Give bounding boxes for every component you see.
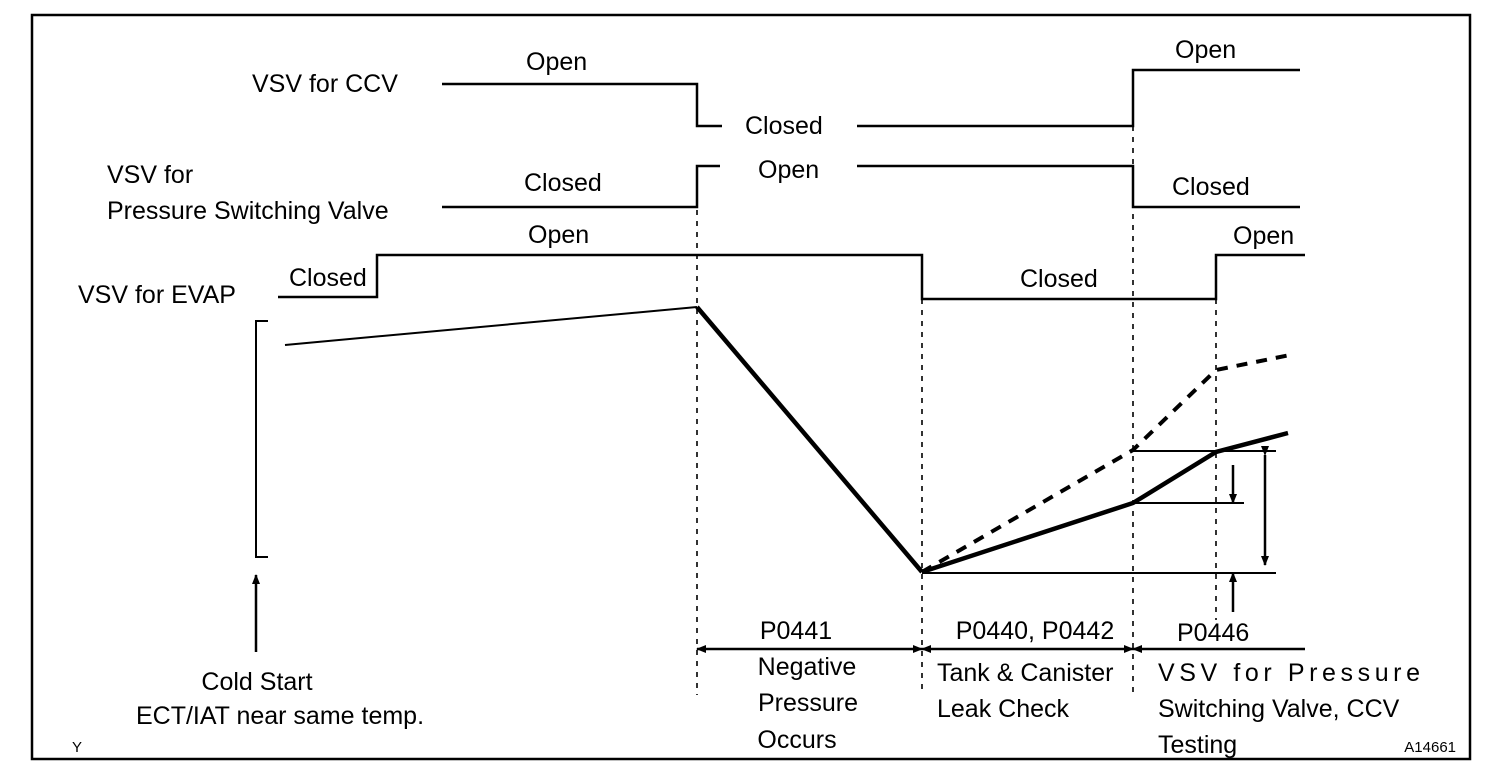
- evap-waveform: [278, 253, 1305, 301]
- evap-state-open-2: Open: [1233, 222, 1294, 250]
- pressure-axis-bracket: [255, 320, 268, 558]
- p0441-line2: Pressure: [758, 689, 858, 717]
- ccv-state-open-2: Open: [1175, 36, 1236, 64]
- figure-id: A14661: [1404, 739, 1456, 756]
- cold-start-line1: Cold Start: [201, 668, 312, 696]
- evap-state-closed-1: Closed: [289, 264, 367, 292]
- evap-state-open-1: Open: [528, 221, 589, 249]
- psv-waveform-1: [442, 164, 720, 209]
- evap-state-closed-2: Closed: [1020, 265, 1098, 293]
- p0446-line1: VSV for Pressure: [1158, 659, 1420, 687]
- p0441-code: P0441: [760, 617, 832, 645]
- psv-state-closed-2: Closed: [1172, 173, 1250, 201]
- psv-waveform-2: [857, 164, 1300, 209]
- ccv-label: VSV for CCV: [252, 70, 398, 98]
- p0440-line2: Leak Check: [937, 695, 1070, 723]
- p0440-line1: Tank & Canister: [937, 659, 1113, 687]
- evap-label: VSV for EVAP: [78, 281, 236, 309]
- pressure-initial-line: [284, 306, 698, 346]
- p0441-line3: Occurs: [757, 726, 836, 754]
- p0446-code: P0446: [1177, 619, 1249, 647]
- pressure-drop-line: [695, 305, 924, 574]
- psv-state-open: Open: [758, 156, 819, 184]
- pressure-leak-dashed-line: [920, 353, 1291, 574]
- ccv-waveform-1: [442, 82, 722, 128]
- ccv-state-open-1: Open: [526, 48, 587, 76]
- pressure-recovery-line: [921, 430, 1289, 575]
- psv-state-closed-1: Closed: [524, 169, 602, 197]
- p0446-line2: Switching Valve, CCV: [1158, 695, 1400, 723]
- corner-mark-left: Y: [72, 739, 82, 756]
- p0446-line3: Testing: [1158, 731, 1237, 759]
- psv-label-line2: Pressure Switching Valve: [107, 197, 389, 225]
- psv-label-line1: VSV for: [107, 161, 193, 189]
- ccv-state-closed: Closed: [745, 112, 823, 140]
- diagram-frame: [30, 13, 1472, 761]
- p0441-line1: Negative: [758, 653, 857, 681]
- ccv-waveform-2: [857, 68, 1300, 128]
- p0440-code: P0440, P0442: [956, 617, 1114, 645]
- cold-start-line2: ECT/IAT near same temp.: [136, 702, 424, 730]
